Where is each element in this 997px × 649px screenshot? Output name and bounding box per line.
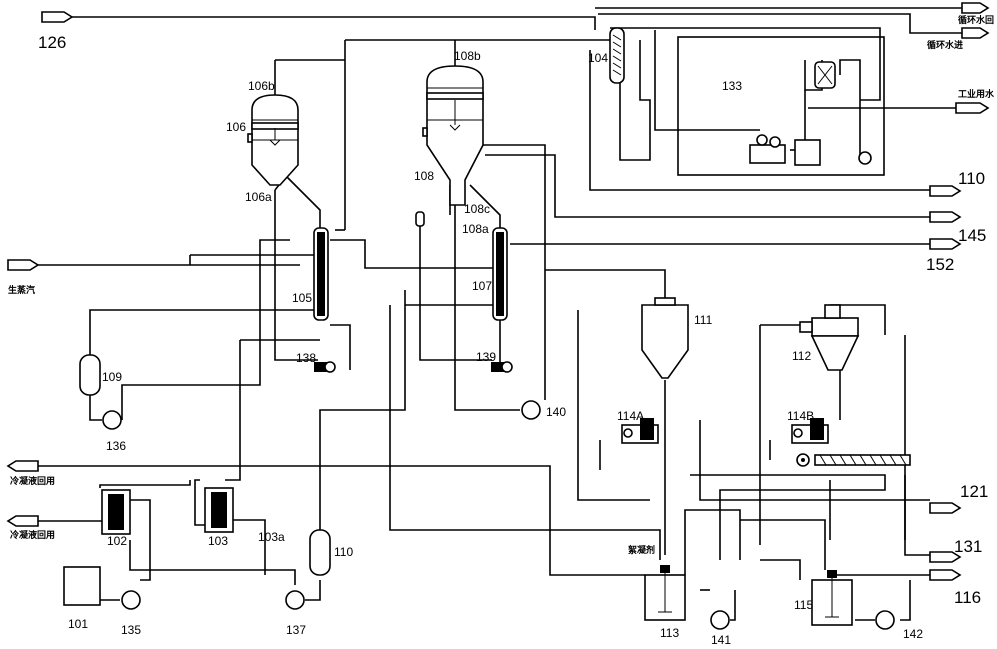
pump-139 — [491, 361, 513, 373]
pipelines — [38, 7, 962, 621]
exchanger-102 — [101, 489, 131, 535]
stream-110-arrow — [929, 185, 962, 197]
label-105: 105 — [292, 291, 312, 305]
label-109: 109 — [102, 370, 122, 384]
label-102: 102 — [107, 534, 127, 548]
cond-return-2-arrow — [6, 515, 39, 527]
stream-label-110: 110 — [958, 169, 985, 188]
label-108: 108 — [414, 169, 434, 183]
label-139: 139 — [476, 350, 496, 364]
label-101: 101 — [68, 617, 88, 631]
stream-131-arrow — [929, 551, 962, 563]
label-136: 136 — [106, 439, 126, 453]
label-106b: 106b — [248, 79, 275, 93]
stream-labels: 126 110 145 152 121 131 116 — [38, 33, 988, 607]
screw-conveyor — [796, 453, 911, 467]
evaporator-106 — [247, 94, 299, 186]
exchanger-103 — [204, 487, 234, 533]
exchanger-105 — [313, 227, 329, 321]
stream-145-arrow — [929, 211, 962, 223]
stream-label-126: 126 — [38, 33, 66, 52]
cyclone-112 — [799, 304, 860, 371]
tank-113 — [644, 565, 686, 621]
label-108a: 108a — [462, 222, 489, 236]
label-133: 133 — [722, 79, 742, 93]
label-cw-return: 循环水回 — [958, 14, 994, 26]
unit-114B — [791, 418, 829, 444]
unit-114A — [621, 418, 659, 444]
label-flocculant: 絮凝剂 — [628, 544, 655, 556]
tank-110 — [309, 529, 331, 576]
evaporator-108 — [415, 65, 484, 227]
label-103a: 103a — [258, 530, 285, 544]
equipment-labels: 101 102 103 103a 104 105 106 106a 106b 1… — [68, 49, 923, 647]
chinese-labels: 循环水回 循环水进 工业用水 生蒸汽 冷凝液回用 冷凝液回用 絮凝剂 — [8, 14, 995, 556]
stream-152-arrow — [929, 238, 962, 250]
stream-arrows — [6, 2, 990, 581]
label-113: 113 — [660, 626, 679, 640]
condenser-104 — [609, 27, 625, 84]
stream-label-121: 121 — [960, 482, 988, 501]
label-cw-supply: 循环水进 — [927, 39, 963, 51]
label-140: 140 — [546, 405, 566, 419]
label-cond-return-2: 冷凝液回用 — [10, 529, 55, 541]
process-water-arrow — [955, 102, 990, 114]
settler-111 — [641, 297, 689, 379]
label-110: 110 — [334, 545, 353, 559]
tank-109 — [79, 354, 101, 396]
unit-133-internals — [749, 61, 872, 166]
label-live-steam: 生蒸汽 — [8, 284, 35, 296]
label-104: 104 — [588, 51, 608, 65]
label-142: 142 — [903, 627, 923, 641]
stream-label-131: 131 — [954, 537, 982, 556]
label-115: 115 — [794, 598, 813, 612]
unit-133-box — [677, 36, 885, 176]
label-108c: 108c — [464, 202, 490, 216]
pump-138 — [314, 361, 336, 373]
pump-141 — [710, 610, 730, 630]
label-138: 138 — [296, 351, 316, 365]
stream-label-145: 145 — [958, 226, 986, 245]
label-141: 141 — [711, 633, 731, 647]
cond-return-1-arrow — [6, 460, 39, 472]
cw-supply-arrow — [961, 27, 990, 39]
label-103: 103 — [208, 534, 228, 548]
stream-126-arrow — [41, 11, 74, 23]
live-steam-arrow — [7, 259, 40, 271]
label-135: 135 — [121, 623, 141, 637]
label-137: 137 — [286, 623, 306, 637]
label-112: 112 — [792, 349, 811, 363]
exchanger-107 — [492, 227, 508, 321]
stream-121-arrow — [929, 502, 962, 514]
stream-label-116: 116 — [954, 588, 981, 607]
label-process-water: 工业用水 — [958, 88, 995, 100]
label-106: 106 — [226, 120, 246, 134]
label-107: 107 — [472, 279, 492, 293]
cw-return-arrow — [961, 2, 990, 14]
pump-137 — [285, 590, 305, 610]
pump-136 — [102, 410, 122, 430]
label-114B: 114B — [787, 409, 814, 423]
label-106a: 106a — [245, 190, 272, 204]
pump-135 — [121, 590, 141, 610]
tank-115 — [811, 570, 853, 626]
stream-116-arrow — [929, 569, 962, 581]
label-cond-return-1: 冷凝液回用 — [10, 475, 55, 487]
label-114A: 114A — [617, 409, 644, 423]
label-111: 111 — [694, 313, 713, 327]
stream-label-152: 152 — [926, 255, 954, 274]
pump-140 — [521, 400, 541, 420]
tank-101 — [63, 566, 101, 606]
label-108b: 108b — [454, 49, 481, 63]
pump-142 — [875, 610, 895, 630]
